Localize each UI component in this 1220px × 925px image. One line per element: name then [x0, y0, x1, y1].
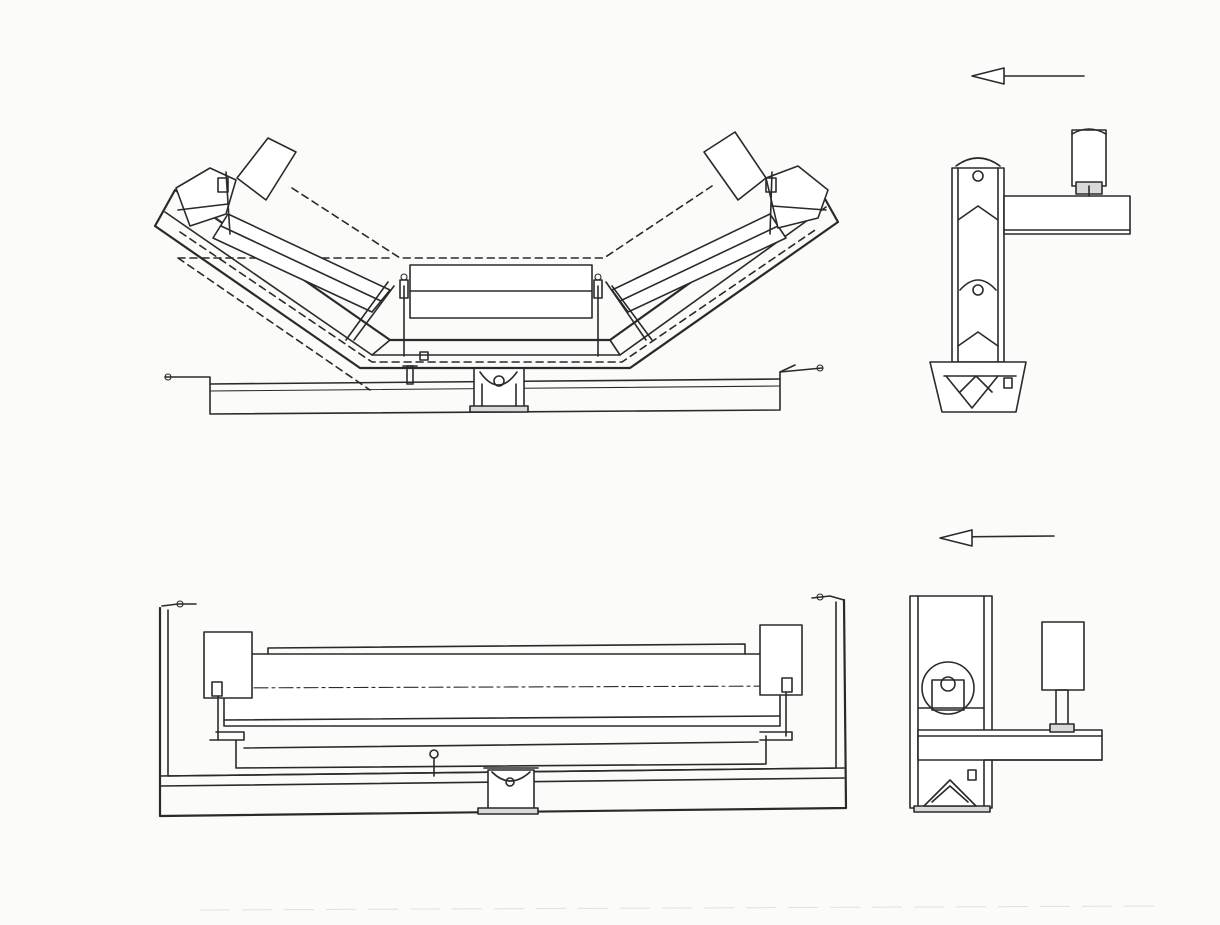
return-roller — [203, 643, 801, 727]
return-side-post — [909, 595, 993, 813]
center-roller — [399, 264, 603, 361]
trough-idler-side-view — [929, 67, 1131, 413]
direction-arrow-bottom — [939, 529, 1055, 547]
return-end-brackets — [203, 624, 803, 741]
return-side-arm — [917, 621, 1103, 761]
left-strut — [345, 281, 389, 341]
right-wing-roller — [611, 131, 829, 313]
pivot-bracket — [469, 367, 529, 413]
belt-trough-lower — [179, 227, 819, 363]
side-post — [951, 157, 1005, 363]
direction-arrow-top — [971, 67, 1085, 85]
belt-outline — [177, 257, 393, 391]
left-wing-roller — [175, 137, 391, 313]
right-strut — [611, 285, 653, 341]
trough-idler-front-view — [153, 131, 840, 415]
side-arm — [1003, 128, 1131, 235]
base-bolt — [402, 365, 418, 385]
return-bolt — [429, 749, 439, 777]
return-pivot-bracket — [477, 767, 539, 815]
return-idler-front-view — [158, 593, 848, 818]
belt-trough-upper — [291, 185, 713, 259]
scan-edge — [199, 905, 1161, 911]
return-idler-side-view — [909, 529, 1103, 813]
side-foot — [929, 361, 1027, 413]
return-tray — [235, 735, 767, 769]
